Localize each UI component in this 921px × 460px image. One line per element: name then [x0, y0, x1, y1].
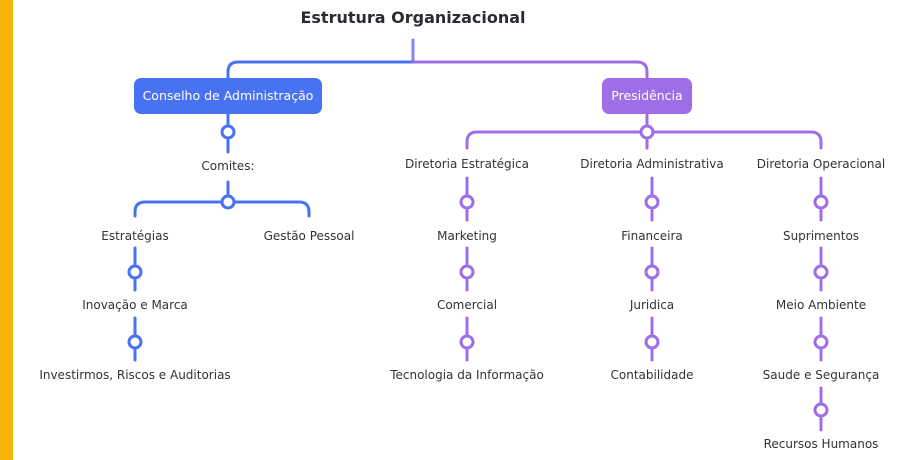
marketing-node[interactable]: Marketing: [437, 229, 497, 243]
diagram-title: Estrutura Organizacional: [300, 8, 526, 27]
innovation-brand-node[interactable]: Inovação e Marca: [82, 298, 188, 312]
administrative-directorate-node[interactable]: Diretoria Administrativa: [580, 157, 724, 171]
health-safety-node[interactable]: Saude e Segurança: [762, 368, 880, 382]
commercial-node[interactable]: Comercial: [436, 298, 498, 312]
people-management-node[interactable]: Gestão Pessoal: [263, 229, 355, 243]
accounting-node[interactable]: Contabilidade: [610, 368, 694, 382]
human-resources-node[interactable]: Recursos Humanos: [763, 437, 879, 451]
information-technology-node[interactable]: Tecnologia da Informação: [390, 368, 544, 382]
supplies-node[interactable]: Suprimentos: [782, 229, 860, 243]
presidency-node[interactable]: Presidência: [602, 78, 692, 114]
comites-node[interactable]: Comites:: [201, 159, 255, 173]
side-accent-bar: [0, 0, 13, 460]
strategies-node[interactable]: Estratégias: [101, 229, 169, 243]
board-node[interactable]: Conselho de Administração: [134, 78, 322, 114]
investments-risks-audits-node[interactable]: Investirmos, Riscos e Auditorias: [39, 368, 231, 382]
strategic-directorate-node[interactable]: Diretoria Estratégica: [405, 157, 529, 171]
finance-node[interactable]: Financeira: [621, 229, 683, 243]
legal-node[interactable]: Juridica: [629, 298, 675, 312]
operational-directorate-node[interactable]: Diretoria Operacional: [756, 157, 886, 171]
environment-node[interactable]: Meio Ambiente: [775, 298, 867, 312]
